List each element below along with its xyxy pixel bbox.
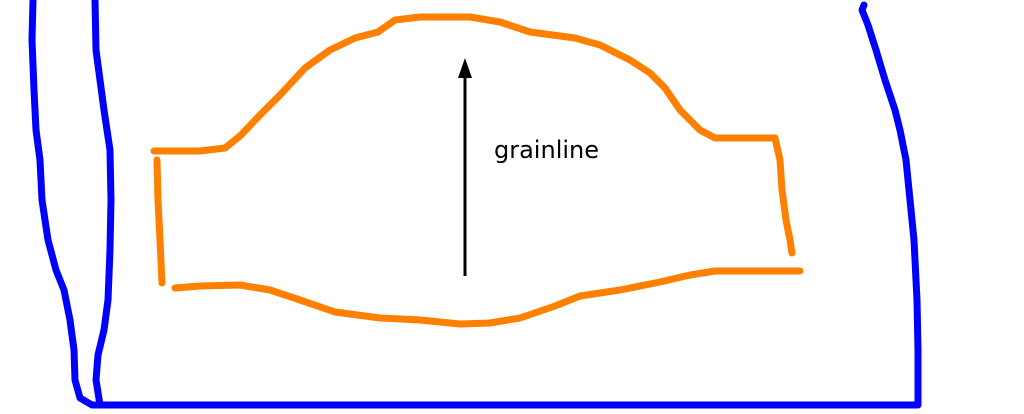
pattern-piece-top <box>150 13 796 257</box>
pattern-piece-left <box>153 156 166 287</box>
fabric-outline-left <box>28 0 115 409</box>
fabric-outline-bottom <box>96 1 922 409</box>
grainline-arrow-head <box>458 58 472 78</box>
pattern-piece-bottom <box>171 267 804 328</box>
grainline-label: grainline <box>494 136 599 164</box>
